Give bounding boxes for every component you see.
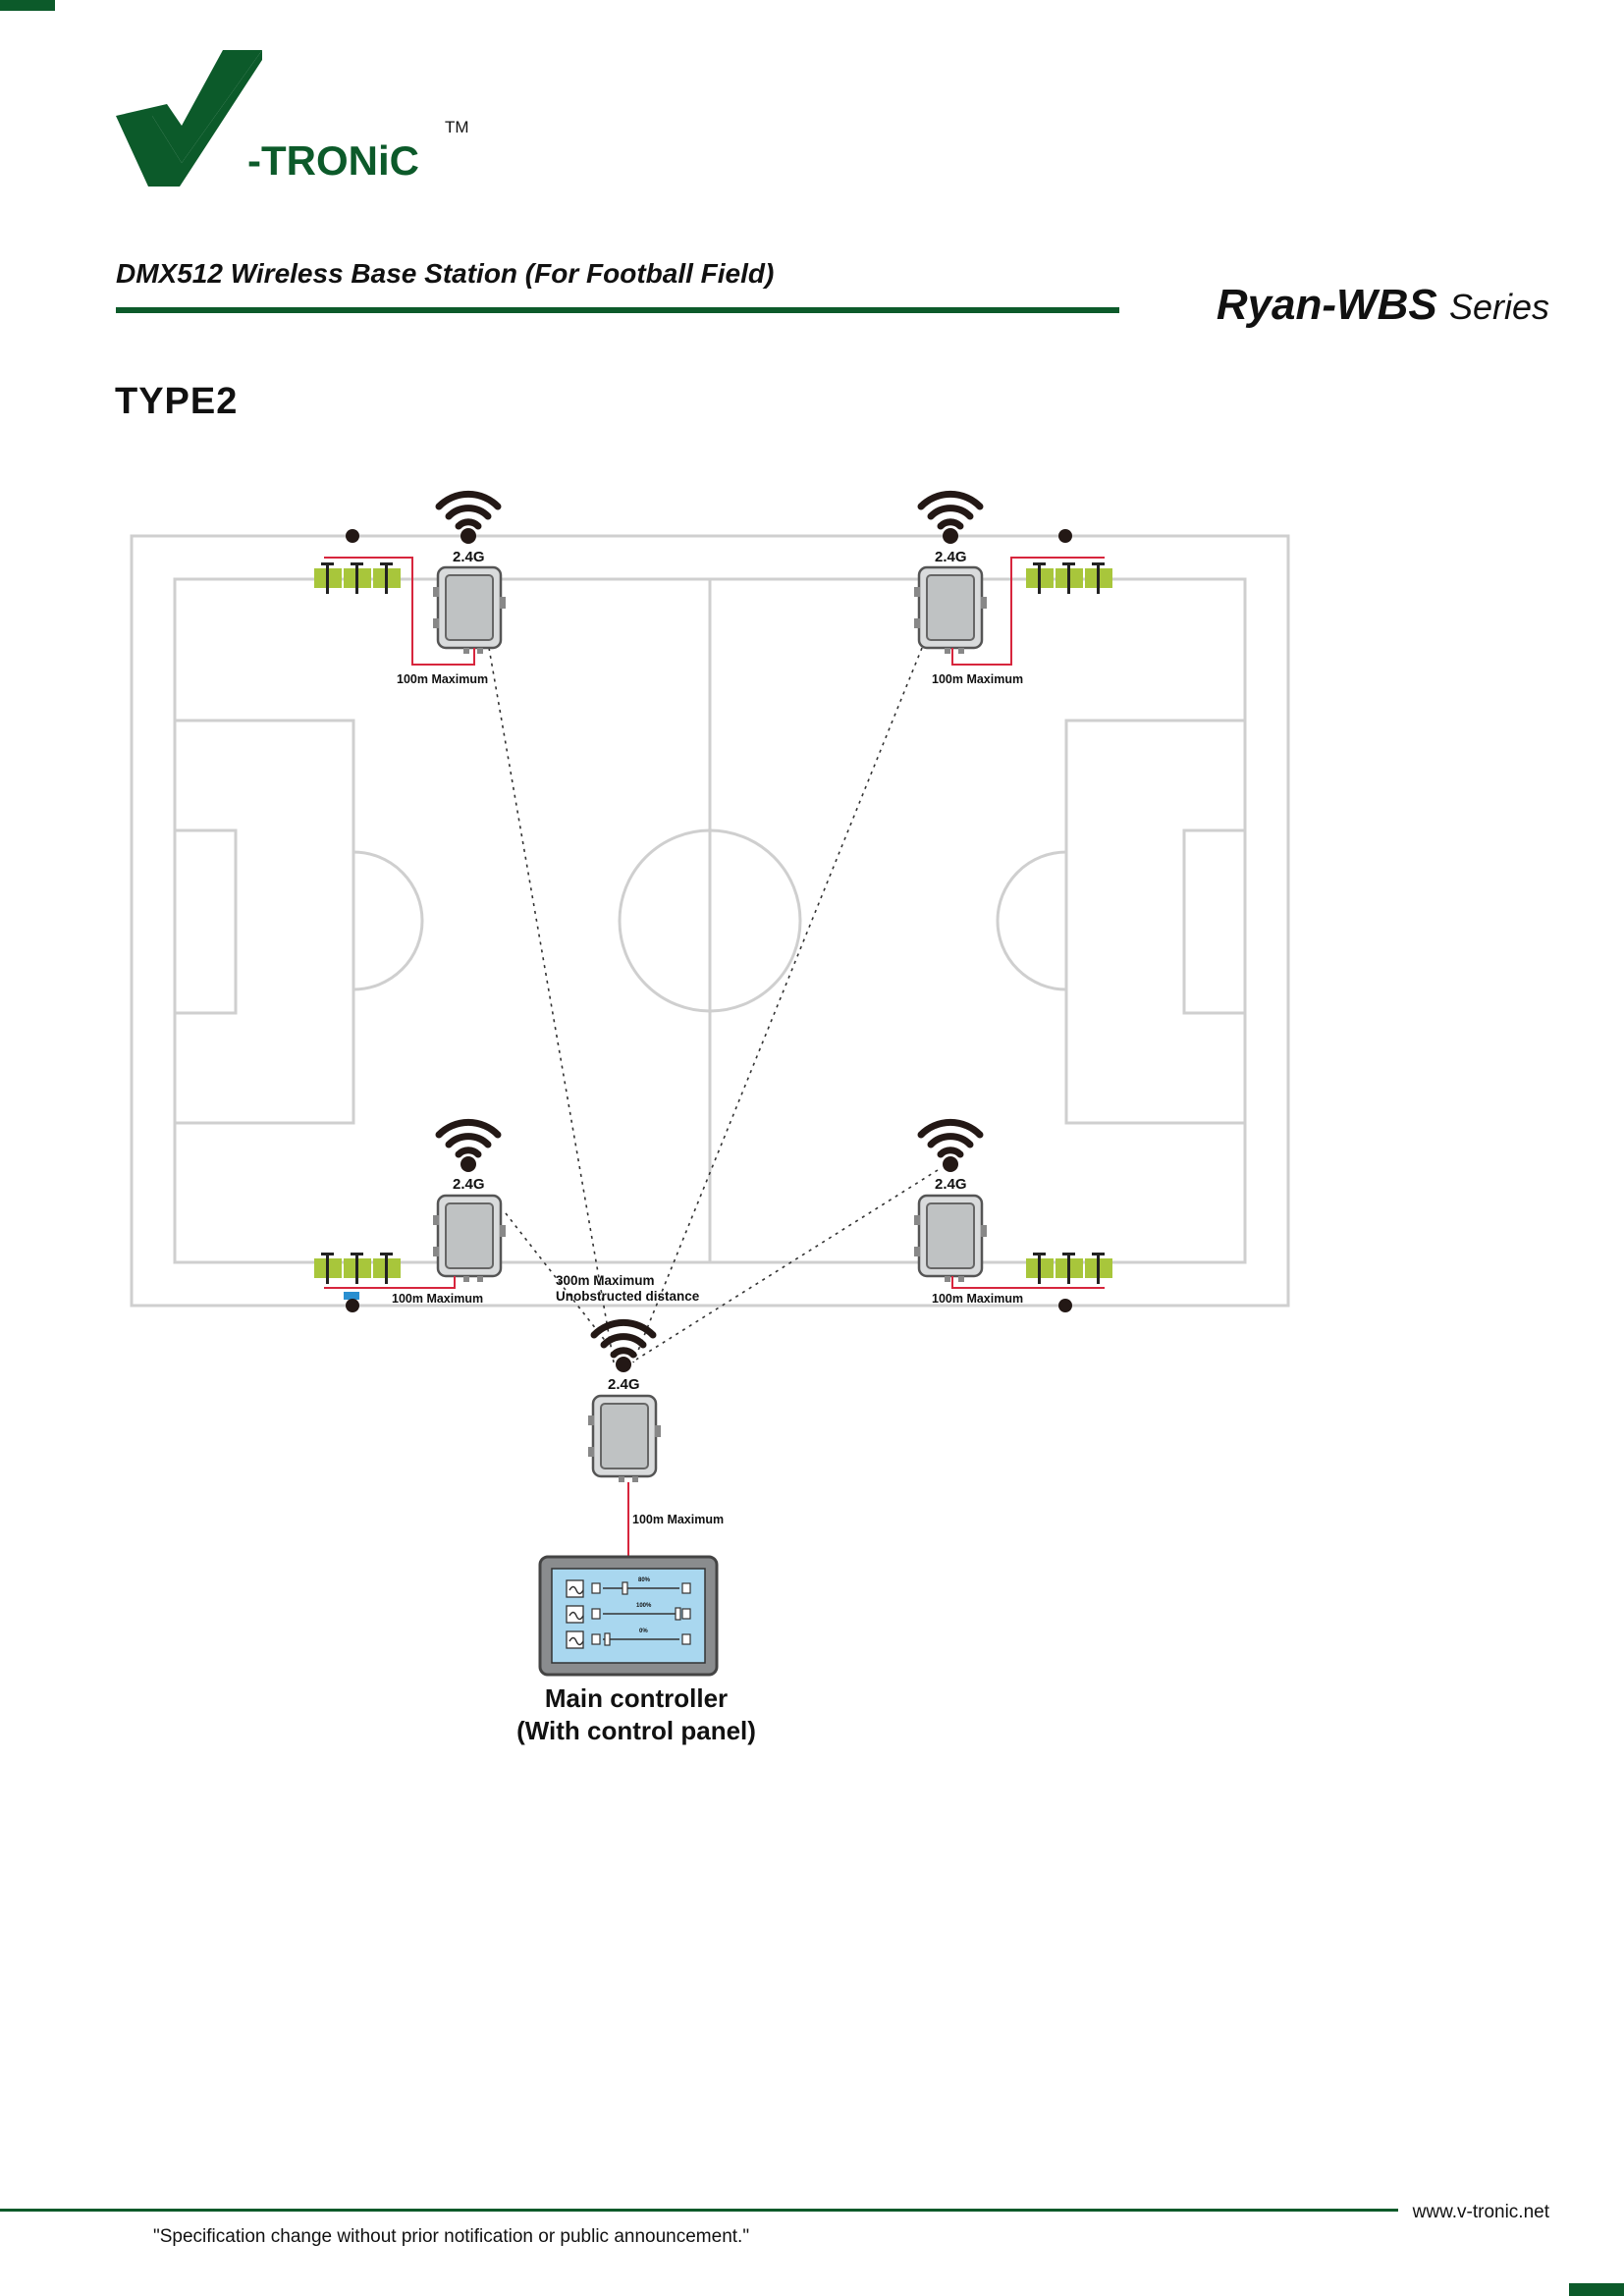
corner-accent-bottom xyxy=(1569,2283,1624,2296)
series-suffix: Series xyxy=(1448,287,1549,327)
series-model: Ryan-WBS xyxy=(1216,281,1437,329)
band-label-main: 2.4G xyxy=(608,1376,640,1393)
cable-limit-bottom-left: 100m Maximum xyxy=(392,1292,483,1306)
cable-limit-bottom-right: 100m Maximum xyxy=(932,1292,1023,1306)
section-heading: TYPE2 xyxy=(115,381,239,422)
control-panel-icon: 80% 100% 0% xyxy=(538,1555,719,1677)
title-divider xyxy=(116,307,1119,313)
footer-divider xyxy=(0,2209,1398,2212)
cable-limit-top-left: 100m Maximum xyxy=(397,672,488,686)
wireless-links xyxy=(488,647,939,1363)
series-title: Ryan-WBS Series xyxy=(1217,281,1549,330)
brand-name: -TRONiC xyxy=(247,137,419,184)
controller-label-line2: (With control panel) xyxy=(516,1716,756,1745)
corner-accent-top xyxy=(0,0,55,11)
document-title: DMX512 Wireless Base Station (For Footba… xyxy=(116,258,775,289)
base-station-bottom-left xyxy=(314,1122,508,1312)
band-label-top-right: 2.4G xyxy=(935,549,967,565)
base-station-main xyxy=(586,1322,663,1559)
band-label-bottom-left: 2.4G xyxy=(453,1176,485,1193)
trademark-mark: TM xyxy=(445,118,469,136)
controller-label-line1: Main controller xyxy=(544,1683,729,1713)
website-link[interactable]: www.v-tronic.net xyxy=(1412,2202,1549,2222)
wireless-limit-line1: 300m Maximum xyxy=(556,1273,655,1288)
panel-level-1: 80% xyxy=(638,1577,651,1583)
band-label-bottom-right: 2.4G xyxy=(935,1176,967,1193)
panel-level-2: 100% xyxy=(636,1603,652,1609)
main-controller-label: Main controller (With control panel) xyxy=(440,1682,833,1747)
cable-limit-top-right: 100m Maximum xyxy=(932,672,1023,686)
disclaimer-text: "Specification change without prior noti… xyxy=(153,2226,750,2247)
base-station-top-right xyxy=(912,494,1112,666)
panel-level-3: 0% xyxy=(639,1629,648,1634)
base-station-top-left xyxy=(314,494,508,666)
field-markings xyxy=(130,534,1290,1308)
cable-limit-controller: 100m Maximum xyxy=(632,1513,724,1526)
wireless-limit-line2: Unobstructed distance xyxy=(556,1289,700,1304)
vtronic-checkmark-logo xyxy=(116,50,262,187)
band-label-top-left: 2.4G xyxy=(453,549,485,565)
base-station-bottom-right xyxy=(912,1122,1112,1312)
